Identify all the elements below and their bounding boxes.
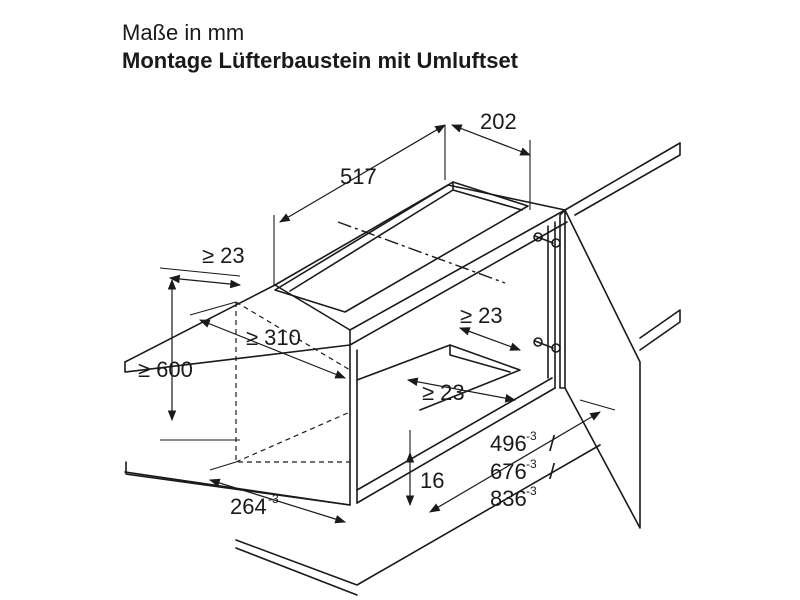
dim-202: 202 bbox=[480, 109, 517, 134]
dim-676: 676 bbox=[490, 459, 527, 484]
dim-836-tol: -3 bbox=[526, 484, 537, 498]
title-main: Montage Lüfterbaustein mit Umluftset bbox=[122, 48, 519, 73]
dim-310: ≥ 310 bbox=[246, 325, 301, 350]
dim-496-tol: -3 bbox=[526, 429, 537, 443]
dim-264-tol: -3 bbox=[268, 492, 279, 506]
top-cutout bbox=[274, 181, 529, 313]
dim-slash-2: / bbox=[549, 459, 556, 484]
dim-836: 836 bbox=[490, 486, 527, 511]
dim-23-top: ≥ 23 bbox=[202, 243, 245, 268]
dim-676-tol: -3 bbox=[526, 457, 537, 471]
dim-600: ≥ 600 bbox=[138, 357, 193, 382]
dim-23-right: ≥ 23 bbox=[460, 303, 503, 328]
dim-23-inner: ≥ 23 bbox=[422, 380, 465, 405]
dim-16: 16 bbox=[420, 468, 444, 493]
dim-slash-1: / bbox=[549, 431, 556, 456]
dim-517: 517 bbox=[340, 164, 377, 189]
hinges bbox=[533, 232, 561, 353]
dim-width-group: 496 -3 / 676 -3 / 836 -3 bbox=[490, 429, 556, 511]
title-units: Maße in mm bbox=[122, 20, 245, 45]
right-worktop bbox=[639, 309, 681, 351]
dim-264: 264 bbox=[230, 494, 267, 519]
dim-496: 496 bbox=[490, 431, 527, 456]
side-door bbox=[559, 209, 641, 529]
